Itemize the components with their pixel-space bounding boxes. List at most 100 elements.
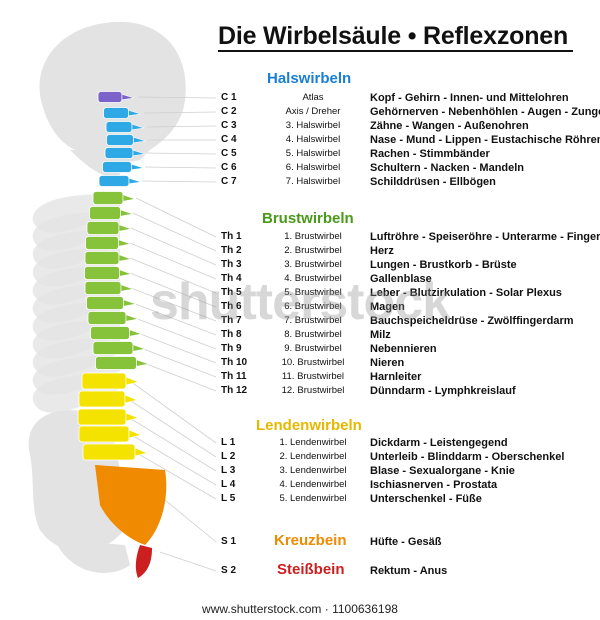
section-brust: Brustwirbeln [262, 210, 354, 227]
leader-line [129, 257, 217, 294]
leader-line [132, 302, 217, 336]
spinous-process [134, 447, 148, 457]
vertebra-code: Th 12 [221, 385, 248, 396]
coccyx-shape [135, 545, 152, 578]
table-row: Th 12 12. Brustwirbel Dünndarm - Lymphkrei… [0, 384, 600, 398]
leader-line [129, 433, 217, 486]
vertebra [92, 341, 147, 355]
vertebra-effect: Ischiasnerven - Prostata [370, 479, 498, 491]
leader-line [146, 152, 217, 155]
vertebra-name: 7. Brustwirbel [284, 315, 342, 326]
spinous-process [125, 376, 139, 386]
spinous-process [132, 149, 146, 157]
vertebra-effect: Gallenblase [370, 273, 432, 285]
vertebra-body [92, 191, 124, 205]
vertebra-code: C 7 [221, 176, 237, 187]
leader-line [146, 125, 217, 128]
vertebra-name: 7. Halswirbel [285, 176, 341, 187]
vertebra [84, 251, 133, 265]
spine [77, 91, 167, 578]
vertebra [103, 107, 141, 119]
vertebra-effect: Nebennieren [370, 343, 437, 355]
spinous-process [121, 93, 135, 101]
vertebra-code: S 1 [221, 536, 237, 547]
spinous-process [118, 254, 133, 262]
vertebra [85, 236, 132, 250]
vertebra-code: Th 10 [221, 357, 248, 368]
spinous-process [128, 429, 142, 439]
spinous-process [118, 224, 133, 232]
vertebra-code: Th 3 [221, 259, 242, 270]
vertebra-code: L 4 [221, 479, 236, 490]
vertebra-name: 4. Brustwirbel [284, 273, 342, 284]
leader-line [137, 96, 217, 99]
vertebra-effect: Unterleib - Blinddarm - Oberschenkel [370, 451, 565, 463]
spinous-process [125, 314, 140, 322]
vertebra-code: Th 6 [221, 301, 242, 312]
spinous-process [131, 123, 145, 131]
vertebra-code: L 1 [221, 437, 236, 448]
spinous-process [131, 163, 144, 171]
vertebra-effect: Schilddrüsen - Ellbögen [370, 176, 496, 188]
leader-line [137, 332, 217, 364]
vertebra [92, 191, 137, 205]
leader-line [127, 398, 217, 458]
section-hals: Halswirbeln [267, 70, 352, 87]
vertebra-code: C 1 [221, 92, 237, 103]
vertebra [81, 372, 139, 390]
spinous-process [120, 209, 134, 217]
leader-line [134, 317, 217, 350]
spinous-process [119, 269, 133, 277]
vertebra-name: 2. Lendenwirbel [279, 451, 347, 462]
vertebra-effect: Rektum - Anus [370, 565, 448, 577]
vertebra-name: 5. Lendenwirbel [279, 493, 347, 504]
vertebra-name: 12. Brustwirbel [281, 385, 345, 396]
vertebra [84, 281, 135, 295]
vertebra-name: 9. Brustwirbel [284, 343, 342, 354]
vertebra-code: Th 11 [221, 371, 247, 382]
leader-line [135, 197, 217, 238]
spinous-process [132, 344, 147, 352]
vertebra-effect: Dickdarm - Leistengegend [370, 437, 508, 449]
vertebra [84, 266, 133, 280]
vertebra-effect: Schultern - Nacken - Mandeln [370, 162, 525, 174]
spinous-process [124, 394, 138, 404]
vertebra-name: 3. Lendenwirbel [279, 465, 347, 476]
table-row: L 4 4. Lendenwirbel Ischiasnerven - Prosta… [0, 478, 600, 492]
vertebra-effect: Luftröhre - Speiseröhre - Unterarme - Fi… [370, 231, 600, 243]
vertebra [89, 206, 134, 220]
vertebra-effect: Herz [370, 245, 394, 257]
vertebra-name: 10. Brustwirbel [281, 357, 345, 368]
leader-line [144, 166, 217, 169]
vertebra [78, 425, 142, 443]
vertebra [106, 134, 146, 146]
vertebra [82, 443, 148, 461]
spinous-process [120, 284, 135, 292]
vertebra-code: L 2 [221, 451, 236, 462]
vertebra-code: C 5 [221, 148, 237, 159]
vertebra-effect: Rachen - Stimmbänder [370, 148, 490, 160]
vertebra-code: Th 4 [221, 273, 242, 284]
vertebra-effect: Blase - Sexualorgane - Knie [370, 465, 515, 477]
section-kreuz: Kreuzbein [274, 532, 347, 549]
vertebra-effect: Dünndarm - Lymphkreislauf [370, 385, 516, 397]
vertebra-code: Th 9 [221, 343, 242, 354]
leader-line [129, 242, 217, 280]
chart-title: Die Wirbelsäule • Reflexzonen [218, 22, 569, 50]
leader-lines [127, 96, 217, 572]
spinous-process [128, 177, 142, 185]
section-lenden: Lendenwirbeln [256, 417, 362, 434]
vertebra-name: 4. Lendenwirbel [279, 479, 347, 490]
vertebra-code: C 2 [221, 106, 237, 117]
vertebra-name: 5. Halswirbel [285, 148, 341, 159]
leader-line [141, 180, 217, 183]
